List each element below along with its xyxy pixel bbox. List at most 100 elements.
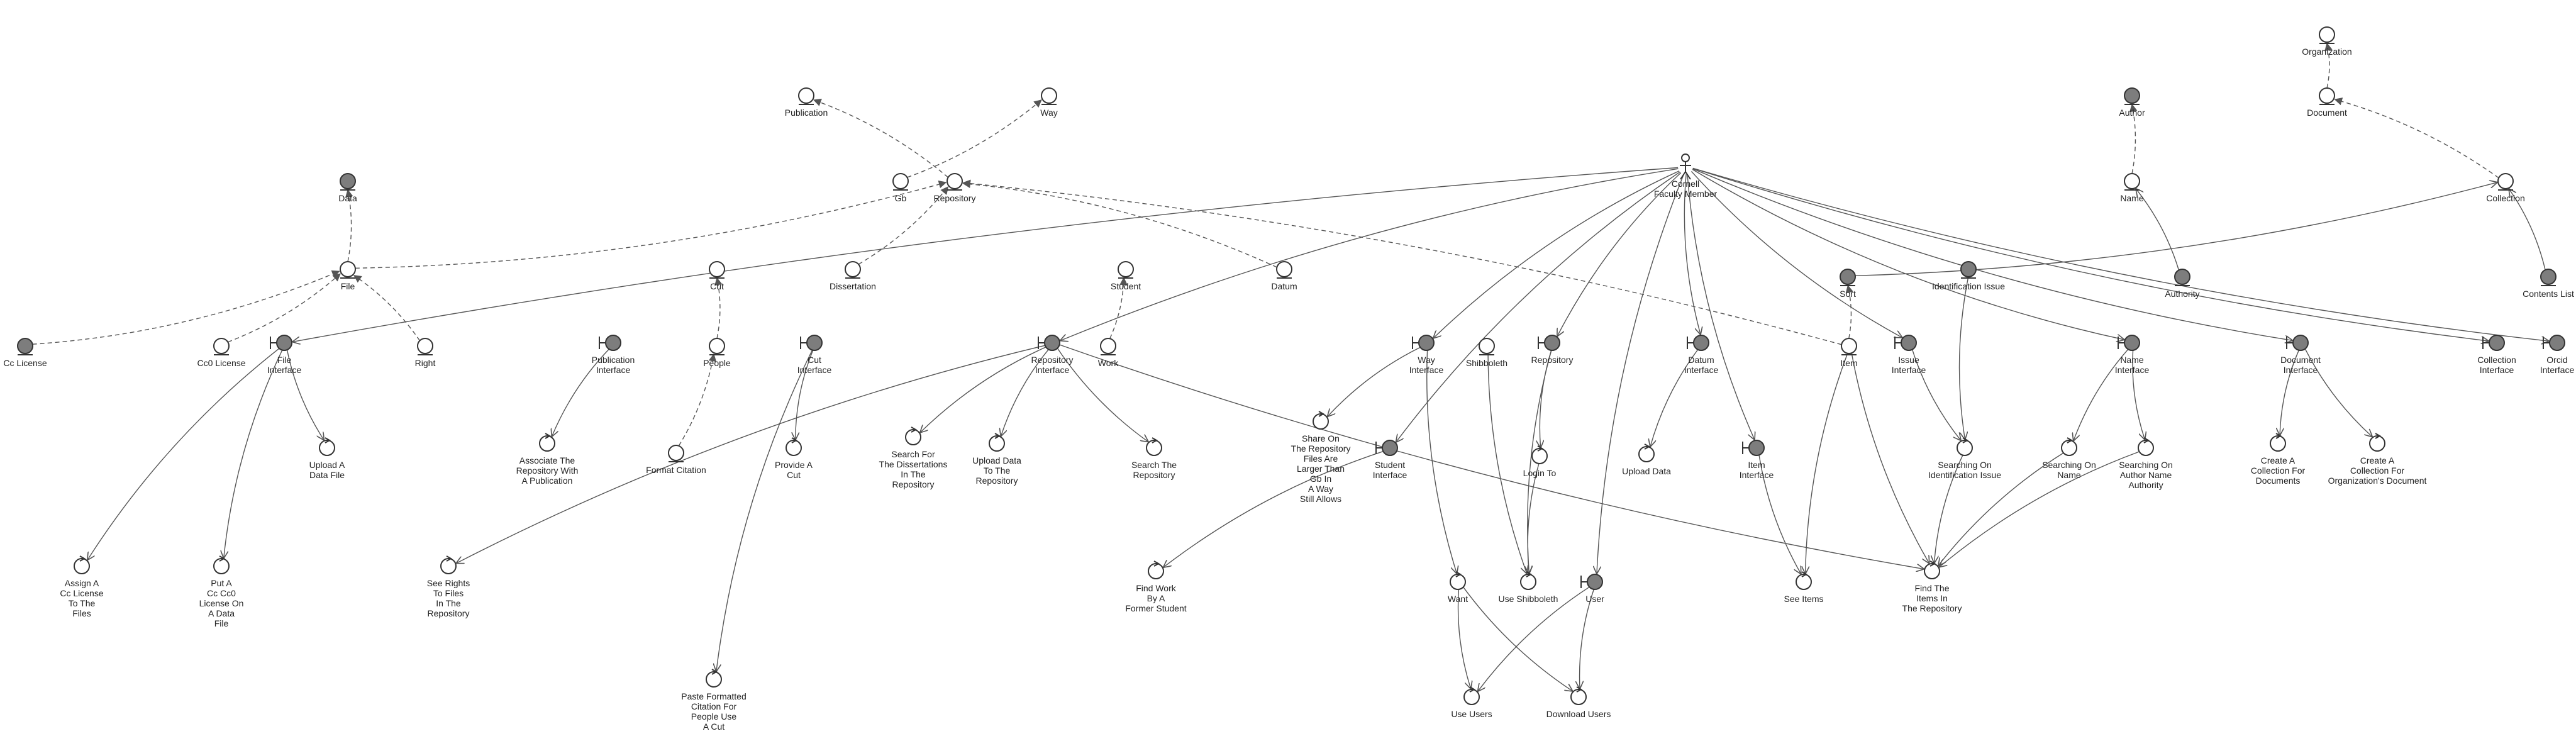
node-use_shibboleth[interactable]: Use Shibboleth (1499, 571, 1558, 604)
node-identification_issue[interactable]: Identification Issue (1932, 261, 2005, 291)
node-repository_b[interactable]: Repository (1531, 335, 1574, 365)
edges-layer (32, 42, 2549, 691)
edge-document-to-organization (2324, 42, 2333, 89)
node-label: Dissertation (830, 281, 876, 291)
node-download_users[interactable]: Download Users (1546, 686, 1611, 719)
node-authority[interactable]: Authority (2165, 269, 2200, 299)
node-sort[interactable]: Sort (1840, 269, 1856, 299)
control-arrow (1644, 443, 1651, 450)
node-label: Publication (785, 108, 828, 118)
node-shibboleth[interactable]: Shibboleth (1466, 338, 1507, 368)
node-dissertation[interactable]: Dissertation (830, 261, 876, 291)
edge-repository-to-publication (813, 98, 949, 178)
node-publication[interactable]: Publication (785, 87, 828, 118)
node-see_items[interactable]: See Items (1784, 571, 1824, 604)
control-arrow (1455, 571, 1462, 577)
edge-contents_list-to-collection (2509, 189, 2546, 270)
node-organization[interactable]: Organization (2302, 26, 2352, 57)
node-want[interactable]: Want (1448, 571, 1468, 604)
edge-item_interface-to-see_items (1758, 455, 1801, 573)
control-icon (1450, 574, 1466, 590)
node-upload_data[interactable]: Upload Data (1622, 443, 1671, 476)
node-student[interactable]: Student (1111, 261, 1141, 291)
edge-way_interface-to-share_on_repository (1328, 347, 1421, 416)
node-data[interactable]: Data (338, 173, 357, 203)
node-author[interactable]: Author (2119, 87, 2145, 118)
node-collection[interactable]: Collection (2486, 173, 2525, 203)
node-user[interactable]: User (1580, 574, 1604, 604)
node-right[interactable]: Right (415, 338, 436, 368)
entity-icon (1960, 261, 1977, 277)
node-people[interactable]: People (703, 338, 731, 368)
node-format_citation[interactable]: Format Citation (646, 445, 706, 475)
node-work[interactable]: Work (1098, 338, 1119, 368)
node-label: Cc License (3, 358, 47, 368)
control-arrow (1801, 571, 1808, 577)
node-way[interactable]: Way (1040, 87, 1058, 118)
node-cc0_license[interactable]: Cc0 License (197, 338, 246, 368)
edge-issue_interface-to-searching_identification (1911, 349, 1961, 440)
control-icon (1148, 563, 1164, 579)
node-cc_license[interactable]: Cc License (3, 338, 47, 368)
edge-file-to-data (345, 189, 353, 262)
node-file[interactable]: File (340, 261, 356, 291)
node-document[interactable]: Document (2307, 87, 2347, 118)
node-label: Upload Data (1622, 466, 1671, 476)
edge-cornell-to-student_interface (1396, 171, 1680, 442)
node-item[interactable]: Item (1840, 338, 1858, 368)
node-datum[interactable]: Datum (1271, 261, 1297, 291)
entity-icon (1840, 269, 1856, 285)
node-cut[interactable]: Cut (709, 261, 725, 291)
edge-item-to-repository (962, 179, 1842, 345)
node-repository[interactable]: Repository (934, 173, 976, 203)
boundary-icon (1044, 335, 1060, 351)
node-gb[interactable]: Gb (892, 173, 909, 203)
control-arrow (325, 437, 331, 443)
node-name[interactable]: Name (2120, 173, 2144, 203)
node-login_to[interactable]: Login To (1523, 445, 1557, 478)
edge-datum-to-repository (962, 180, 1277, 268)
node-use_users[interactable]: Use Users (1451, 686, 1492, 719)
node-label: Repository (934, 193, 976, 203)
actor-leg (1685, 171, 1691, 180)
control-arrow (79, 555, 86, 562)
node-contents_list[interactable]: Contents List (2523, 269, 2574, 299)
edge-document_interface-to-create_collection_documents (2280, 350, 2300, 435)
